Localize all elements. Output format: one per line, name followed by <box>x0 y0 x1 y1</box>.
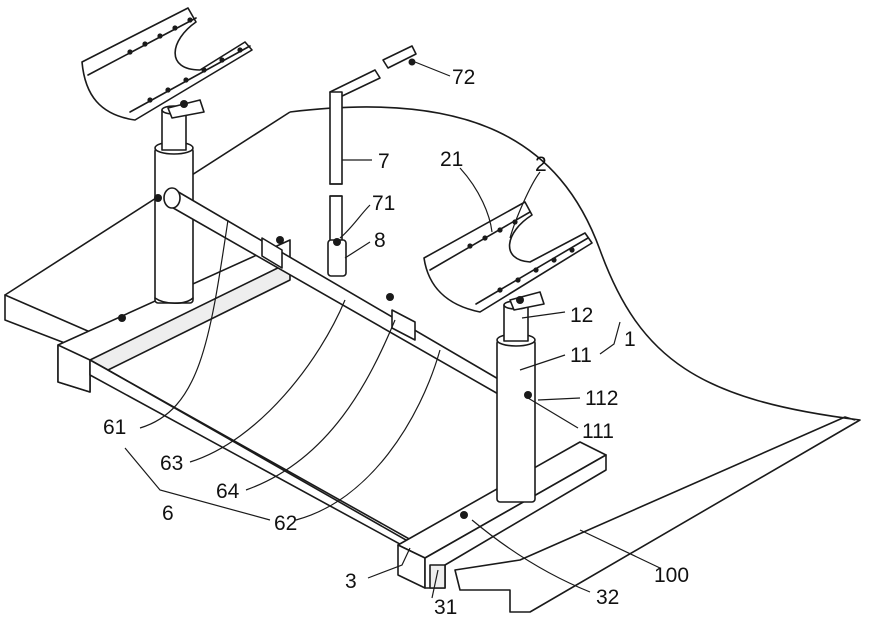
label-11: 11 <box>570 344 592 367</box>
label-8: 8 <box>374 229 386 252</box>
label-64: 64 <box>216 480 240 503</box>
knobs <box>118 100 532 519</box>
left-cradle <box>81 7 253 121</box>
label-71: 71 <box>372 192 395 215</box>
right-stand <box>496 300 536 503</box>
label-6: 6 <box>162 502 174 525</box>
label-62: 62 <box>274 512 297 535</box>
bottom-beam <box>89 359 421 556</box>
label-3: 3 <box>345 570 357 593</box>
label-31: 31 <box>434 596 457 619</box>
left-stand <box>154 105 194 305</box>
label-21: 21 <box>440 148 463 171</box>
label-7: 7 <box>378 150 390 173</box>
left-rail <box>57 239 291 393</box>
crossbar-6 <box>163 187 501 396</box>
label-2: 2 <box>535 153 547 176</box>
label-12: 12 <box>570 304 593 327</box>
label-32: 32 <box>596 586 619 609</box>
label-112: 112 <box>585 387 618 410</box>
leader-lines <box>124 61 661 599</box>
label-63: 63 <box>160 452 183 475</box>
label-100: 100 <box>654 564 689 587</box>
label-1: 1 <box>624 328 636 351</box>
label-72: 72 <box>452 66 475 89</box>
label-111: 111 <box>582 420 614 443</box>
label-61: 61 <box>103 416 126 439</box>
right-cradle <box>423 201 593 313</box>
reference-labels: 72 7 71 8 21 2 12 1 11 112 111 61 63 6 6… <box>103 66 689 619</box>
gauge-rod-7 <box>327 45 417 277</box>
